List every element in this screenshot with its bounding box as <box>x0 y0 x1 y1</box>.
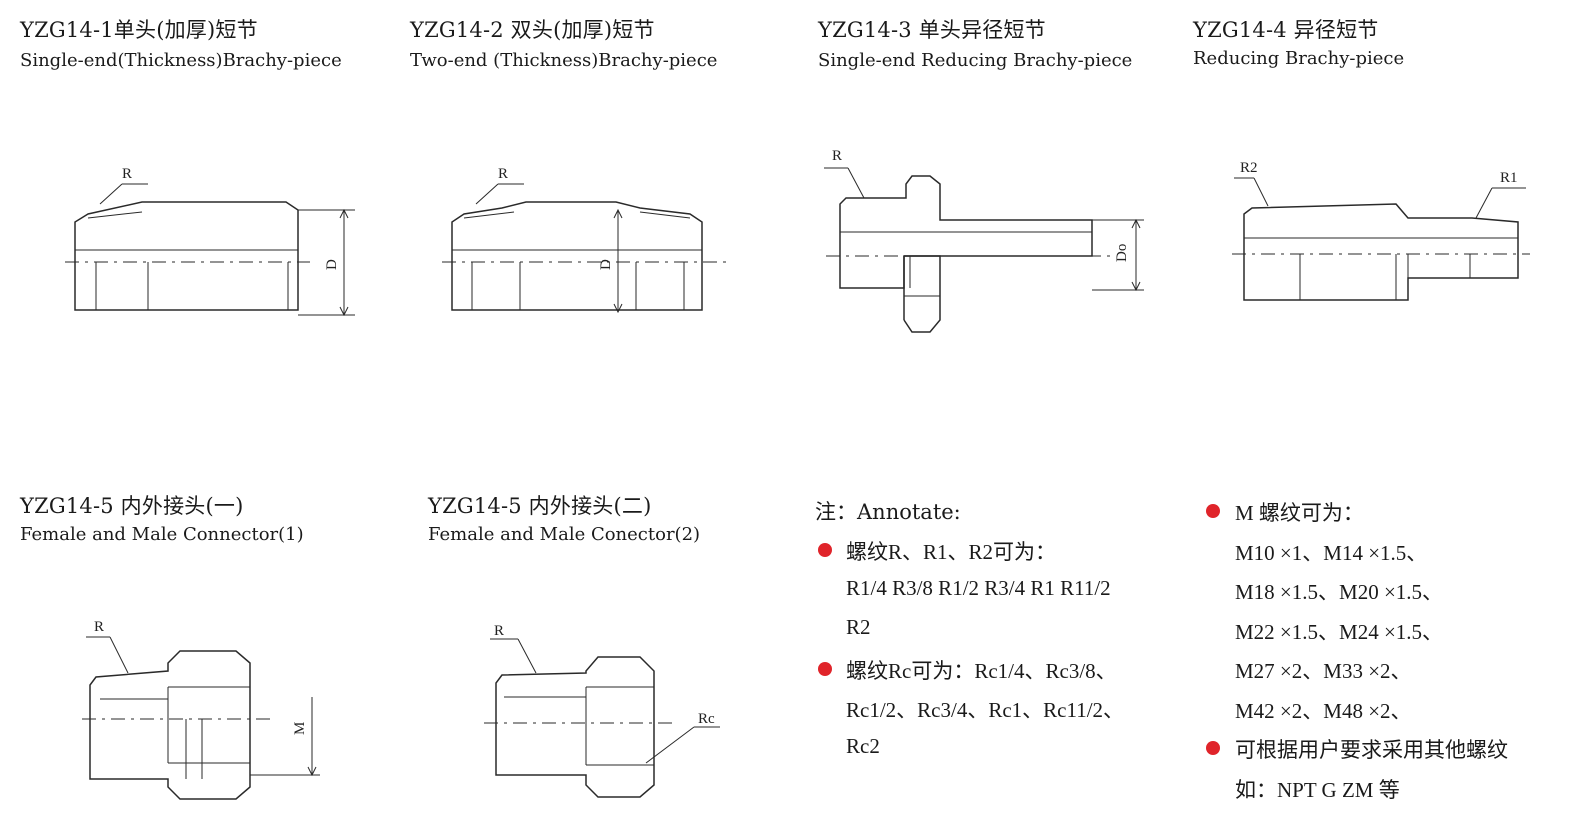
fig1-label-d: D <box>324 259 340 270</box>
note-line: R2 <box>846 615 871 639</box>
fig3-label-do: Do <box>1114 244 1130 262</box>
note-line: M18 ×1.5、M20 ×1.5、 <box>1235 580 1444 604</box>
bullet-dot <box>1206 741 1220 755</box>
note-line: 如：NPT G ZM 等 <box>1235 777 1400 802</box>
note-line: Rc1/2、Rc3/4、Rc1、Rc11/2、 <box>846 698 1125 722</box>
note-line: M10 ×1、M14 ×1.5、 <box>1235 540 1428 565</box>
fig6-body-outline <box>495 656 655 798</box>
fig6-label-rc: Rc <box>698 711 715 727</box>
fig5-body-outline <box>89 650 251 800</box>
fig1-leader <box>99 183 123 205</box>
fig6-label-r: R <box>494 623 504 639</box>
fig3-body-outline <box>839 175 1093 289</box>
fig5-label-m: M <box>292 722 308 735</box>
figure-1-subtitle: Single-end(Thickness)Brachy-piece <box>20 50 342 71</box>
figure-5-drawing: R M <box>82 619 320 800</box>
note-line: M 螺纹可为： <box>1235 501 1364 525</box>
bullet-dot <box>1206 504 1220 518</box>
fig3-label-r: R <box>832 148 842 164</box>
figure-1-drawing: R D <box>65 166 355 317</box>
figure-4-drawing: R2 R1 <box>1232 160 1530 301</box>
figure-1-title: YZG14-1单头(加厚)短节 <box>20 18 258 42</box>
figure-5-subtitle: Female and Male Connector(1) <box>20 524 304 545</box>
note-line: M22 ×1.5、M24 ×1.5、 <box>1235 619 1444 644</box>
figure-3-drawing: R Do <box>824 148 1144 333</box>
figure-5-title: YZG14-5 内外接头(一) <box>20 494 244 518</box>
fig4-label-r2: R2 <box>1240 160 1258 176</box>
figure-2-subtitle: Two-end (Thickness)Brachy-piece <box>410 50 718 71</box>
fig2-body-outline <box>451 201 703 311</box>
fig1-label-r: R <box>122 166 132 182</box>
fig4-body-outline <box>1243 203 1519 301</box>
figure-6-title: YZG14-5 内外接头(二) <box>428 494 652 518</box>
note-line: 螺纹Rc可为：Rc1/4、Rc3/8、 <box>846 658 1117 683</box>
fig2-label-r: R <box>498 166 508 182</box>
figure-4-title: YZG14-4 异径短节 <box>1193 18 1379 42</box>
figure-6-subtitle: Female and Male Conector(2) <box>428 524 701 545</box>
note-line: M27 ×2、M33 ×2、 <box>1235 659 1412 683</box>
figure-3-subtitle: Single-end Reducing Brachy-piece <box>818 50 1133 71</box>
note-line: Rc2 <box>846 733 880 758</box>
bullet-dot <box>818 661 832 676</box>
figure-4-subtitle: Reducing Brachy-piece <box>1193 48 1405 69</box>
note-line: 螺纹R、R1、R2可为： <box>846 540 1057 564</box>
note-line: M42 ×2、M48 ×2、 <box>1235 698 1412 723</box>
fig5-label-r: R <box>94 619 104 635</box>
figure-3-title: YZG14-3 单头异径短节 <box>818 18 1046 42</box>
note-line: 可根据用户要求采用其他螺纹 <box>1235 738 1508 762</box>
figure-2-title: YZG14-2 双头(加厚)短节 <box>410 18 655 42</box>
fig1-body-outline <box>74 201 299 311</box>
note-line: R1/4 R3/8 R1/2 R3/4 R1 R11/2 <box>846 575 1111 600</box>
bullet-dot <box>818 543 832 557</box>
fig1-thread-line <box>87 211 143 219</box>
figure-2-drawing: R D <box>442 166 730 314</box>
fig2-label-d: D <box>598 259 614 270</box>
figure-6-drawing: R Rc <box>484 623 720 798</box>
notes-heading: 注：Annotate: <box>815 500 961 524</box>
fig4-label-r1: R1 <box>1500 170 1518 186</box>
